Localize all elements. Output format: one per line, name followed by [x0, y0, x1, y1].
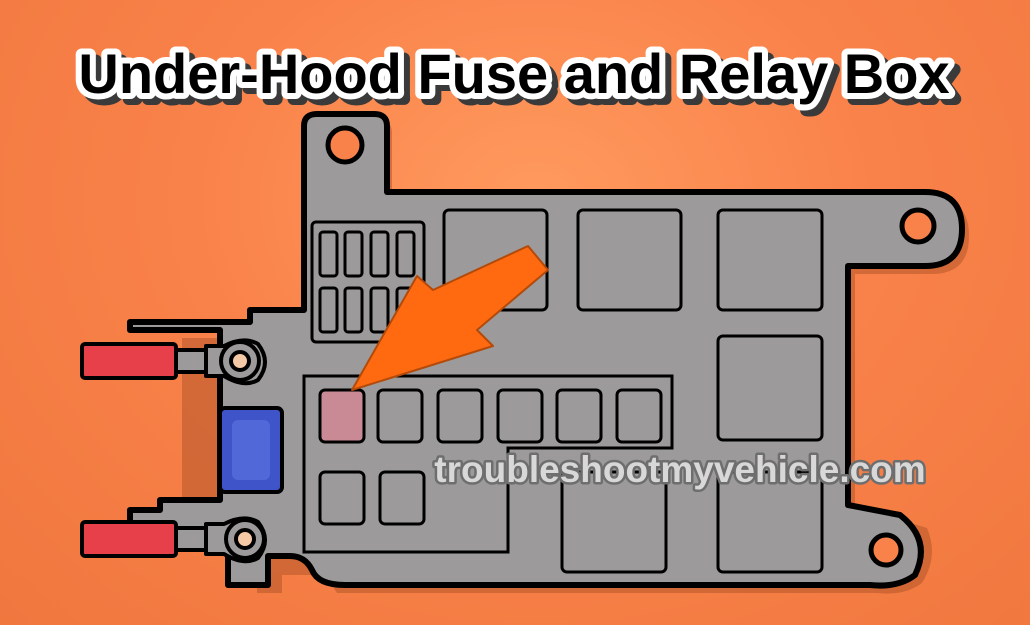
arrow-icon	[351, 245, 549, 391]
callout-arrow	[351, 245, 549, 391]
highlighted-fuse	[318, 388, 366, 444]
cable-sleeve	[80, 342, 178, 380]
fuse	[318, 470, 366, 526]
mount-hole-top	[325, 125, 365, 165]
fuse	[615, 388, 663, 444]
terminal-stud	[229, 350, 251, 372]
title: Under-Hood Fuse and Relay Box Under-Hood…	[72, 36, 961, 117]
mount-hole-bottom	[868, 532, 904, 568]
fuse	[376, 388, 424, 444]
watermark-outline: troubleshootmyvehicle.com	[434, 449, 925, 490]
relay	[560, 470, 668, 574]
terminal-stud	[234, 528, 256, 550]
terminal-block-face	[232, 420, 270, 480]
relay	[716, 208, 824, 312]
page-title: Under-Hood Fuse and Relay Box	[78, 42, 949, 105]
title-outline: Under-Hood Fuse and Relay Box	[78, 42, 949, 105]
fuse	[436, 388, 484, 444]
fuse-panel	[302, 374, 674, 554]
cable-sleeve	[80, 520, 178, 558]
relay	[716, 470, 824, 574]
relay	[716, 334, 824, 442]
mount-hole-right	[899, 207, 937, 245]
battery-cable-top	[80, 338, 267, 386]
relay	[576, 208, 683, 312]
watermark-text: troubleshootmyvehicle.com	[434, 449, 925, 490]
fuse	[378, 470, 426, 526]
fuse	[555, 388, 603, 444]
battery-cable-bottom	[80, 516, 267, 564]
watermark: troubleshootmyvehicle.com troubleshootmy…	[432, 447, 928, 493]
title-shadow: Under-Hood Fuse and Relay Box	[84, 48, 955, 111]
fuse	[496, 388, 544, 444]
